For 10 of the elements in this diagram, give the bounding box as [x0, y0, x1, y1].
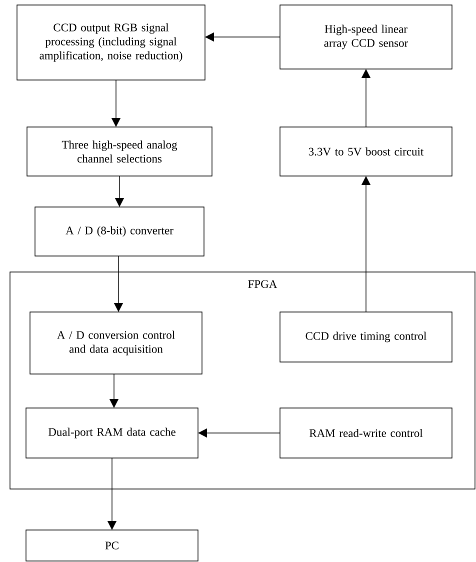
- process-box: RAM read-write control: [280, 408, 452, 458]
- process-box: Dual-port RAM data cache: [26, 408, 198, 458]
- process-box: High-speed linear array CCD sensor: [280, 4, 452, 70]
- process-box: PC: [26, 530, 198, 562]
- process-box: Three high-speed analog channel selections: [26, 126, 212, 176]
- process-box: CCD drive timing control: [280, 312, 452, 362]
- process-box: A / D (8-bit) converter: [34, 206, 204, 256]
- process-box: 3.3V to 5V boost circuit: [280, 126, 452, 176]
- process-box: A / D conversion control and data acquisition: [30, 312, 202, 374]
- process-box: CCD output RGB signal processing (including signal amplification, noise reduction): [16, 4, 206, 80]
